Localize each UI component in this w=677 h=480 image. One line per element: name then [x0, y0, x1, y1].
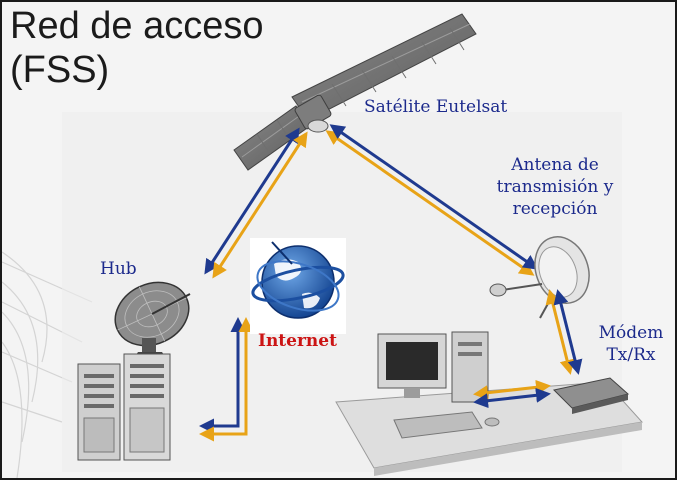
antenna-label-line-2: transmisión y [496, 177, 614, 197]
desktop-computer-icon [377, 331, 500, 439]
satellite-label: Satélite Eutelsat [364, 97, 508, 117]
title-line-2: (FSS) [10, 49, 110, 91]
title-line-1: Red de acceso [10, 5, 264, 47]
link-hub-internet [199, 317, 254, 442]
link-antenna-modem [545, 289, 583, 375]
hub-label: Hub [100, 259, 137, 279]
diagram-title: Red de acceso (FSS) [10, 4, 264, 92]
antenna-label-line-1: Antena de [511, 155, 599, 175]
user-satellite-dish-icon [489, 236, 590, 319]
antenna-label-line-3: recepción [512, 199, 598, 219]
modem-label: Módem Tx/Rx [594, 322, 668, 366]
internet-label: Internet [258, 331, 337, 351]
globe-icon [250, 238, 346, 334]
modem-label-line-2: Tx/Rx [606, 345, 656, 365]
link-satellite-hub [204, 127, 308, 279]
modem-label-line-1: Módem [598, 323, 664, 343]
modem-icon [552, 377, 630, 414]
background-grid [2, 251, 93, 478]
link-satellite-antenna [325, 124, 539, 276]
antenna-label: Antena de transmisión y recepción [490, 154, 620, 220]
server-rack-icon [77, 353, 171, 461]
link-modem-pc [473, 379, 551, 409]
